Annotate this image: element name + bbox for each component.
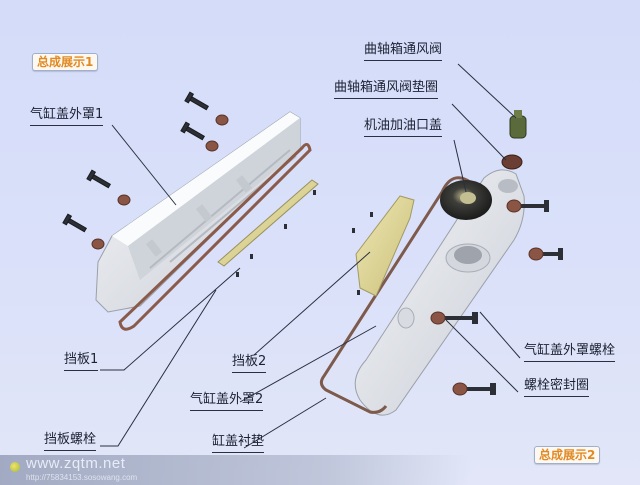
cover-bolts-right	[440, 200, 563, 395]
label-cover-2: 气缸盖外罩2	[190, 392, 264, 411]
label-cover-bolt: 气缸盖外罩螺栓	[524, 343, 616, 362]
bolt-seals-right	[430, 199, 544, 396]
label-cover-gasket: 缸盖衬垫	[212, 434, 265, 453]
baffle-bolts-right	[352, 212, 373, 295]
leader-lines	[100, 63, 521, 449]
assembly-badge-2: 总成展示2	[534, 446, 601, 464]
label-baffle-bolt: 挡板螺栓	[44, 432, 97, 451]
label-crankcase-vent-valve-gasket: 曲轴箱通风阀垫圈	[334, 80, 439, 99]
label-crankcase-vent-valve: 曲轴箱通风阀	[364, 42, 443, 61]
crankcase-vent-valve-gasket	[501, 154, 523, 170]
cover-bolts-left	[62, 91, 210, 233]
site-logo-icon	[10, 462, 20, 472]
label-bolt-seal-ring: 螺栓密封圈	[524, 378, 590, 397]
watermark-url: www.zqtm.net	[26, 455, 126, 472]
cylinder-head-cover-2	[354, 169, 525, 416]
bolt-seals-left	[91, 114, 229, 250]
gasket-2	[319, 191, 444, 414]
oil-filler-cap	[440, 180, 492, 220]
baffle-2	[355, 195, 415, 297]
label-baffle-2: 挡板2	[232, 354, 267, 373]
label-cover-1: 气缸盖外罩1	[30, 107, 104, 126]
watermark-sub-url: http://75834153.sosowang.com	[26, 473, 138, 482]
label-oil-filler-cap: 机油加油口盖	[364, 118, 443, 137]
watermark-bar: www.zqtm.net http://75834153.sosowang.co…	[0, 455, 470, 485]
baffle-bolts-left	[236, 190, 316, 277]
cylinder-head-cover-1	[95, 111, 301, 313]
gasket-1	[118, 143, 312, 331]
baffle-1	[217, 179, 319, 267]
label-baffle-1: 挡板1	[64, 352, 99, 371]
crankcase-vent-valve	[509, 110, 527, 139]
assembly-badge-1: 总成展示1	[32, 53, 99, 71]
